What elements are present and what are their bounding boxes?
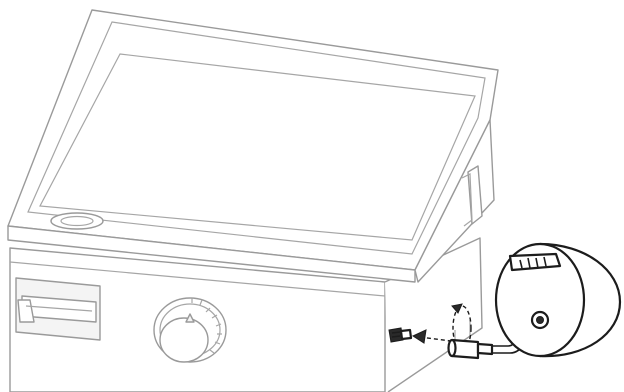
control-knob-icon bbox=[154, 298, 226, 362]
cooking-plate-icon bbox=[8, 10, 498, 282]
gas-cylinder-icon bbox=[496, 244, 620, 356]
grease-hole-icon bbox=[51, 213, 103, 229]
drip-tray-handle-icon bbox=[16, 278, 100, 340]
